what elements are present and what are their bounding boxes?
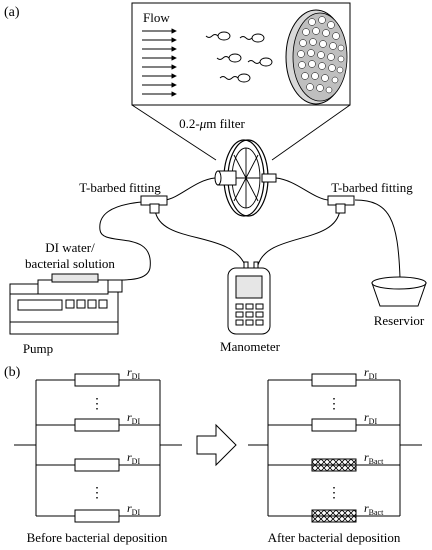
before-resistor-4-label: rDI [127,501,140,517]
manometer [227,261,271,335]
right-t-fitting [327,195,355,214]
after-resistor-3-label: rBact [364,450,384,466]
bacteria-icons [205,31,273,83]
after-ellipsis-top: ⋮ [327,397,341,412]
before-resistor-3-label: rDI [127,450,140,466]
solution-label-line1: DI water/ [45,240,95,255]
panel-b-label: (b) [4,365,21,380]
before-caption: Before bacterial deposition [27,530,168,545]
after-network [248,373,422,523]
after-resistor-1-label: rDI [364,365,377,381]
filter-holder [214,139,277,217]
right-fitting-label: T-barbed fitting [331,180,413,195]
before-ellipsis-top: ⋮ [90,397,104,412]
pump-label: Pump [23,341,53,356]
filter-label: 0.2-μm filter [179,116,245,131]
after-resistor-2-label: rDI [364,410,377,426]
solution-label-line2: bacterial solution [25,256,115,271]
before-resistor-1-label: rDI [127,365,140,381]
before-ellipsis-bottom: ⋮ [90,486,104,501]
tubing [99,177,401,281]
reservoir [371,276,427,307]
left-fitting-label: T-barbed fitting [79,180,161,195]
after-caption: After bacterial deposition [268,530,401,545]
after-resistor-4-label: rBact [364,501,384,517]
flow-arrows [142,28,177,97]
flow-label: Flow [143,10,170,25]
manometer-label: Manometer [220,339,281,354]
after-ellipsis-bottom: ⋮ [327,486,341,501]
before-resistor-2-label: rDI [127,410,140,426]
reservoir-label: Reservior [374,313,425,328]
syringe-pump [9,273,123,335]
panel-a-label: (a) [4,5,20,20]
before-network [14,373,182,523]
transition-arrow [196,423,237,467]
filter-membrane-disk [285,9,348,105]
left-t-fitting [140,195,168,214]
